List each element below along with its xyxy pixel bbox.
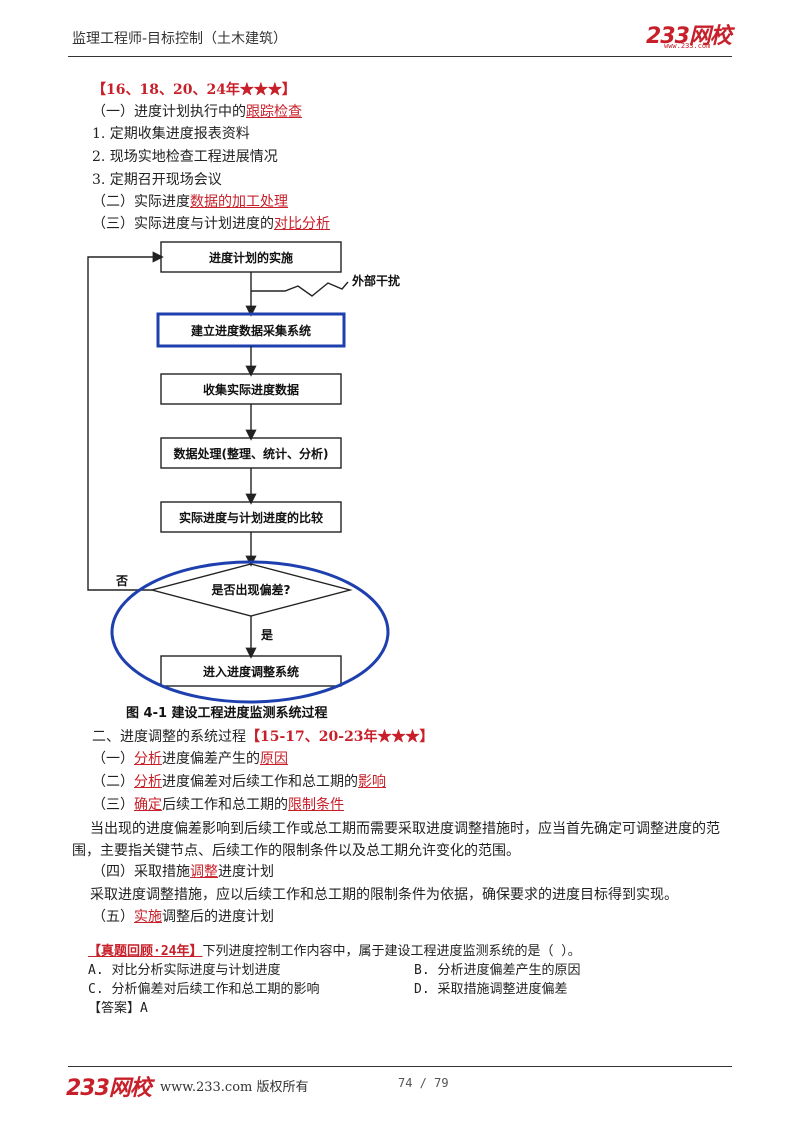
yes-branch-label: 是 xyxy=(260,628,274,642)
list-item: （二）实际进度数据的加工处理 xyxy=(92,194,288,210)
flow-box-label: 建立进度数据采集系统 xyxy=(190,323,311,338)
footer-copyright: www.233.com 版权所有 xyxy=(160,1080,309,1095)
brand-logo-url: www.233.com xyxy=(664,42,711,50)
option-c: C. 分析偏差对后续工作和总工期的影响 xyxy=(88,982,320,997)
no-branch-label: 否 xyxy=(115,574,128,588)
list-item: （二）分析进度偏差对后续工作和总工期的影响 xyxy=(92,774,386,790)
question-stem: 【真题回顾·24年】下列进度控制工作内容中，属于建设工程进度监测系统的是（ ）。 xyxy=(88,944,581,959)
highlight-circle xyxy=(110,560,390,704)
figure-caption: 图 4-1 建设工程进度监测系统过程 xyxy=(126,705,328,721)
option-b: B. 分析进度偏差产生的原因 xyxy=(414,963,581,978)
paragraph: 采取进度调整措施，应以后续工作和总工期的限制条件为依据，确保要求的进度目标得到实… xyxy=(90,887,678,903)
list-item: （五）实施调整后的进度计划 xyxy=(92,909,274,925)
flow-box-label: 数据处理(整理、统计、分析) xyxy=(174,446,329,461)
option-a: A. 对比分析实际进度与计划进度 xyxy=(88,963,281,978)
answer: 【答案】A xyxy=(88,1001,148,1016)
list-item: 3. 定期召开现场会议 xyxy=(92,172,222,188)
flow-box-label: 收集实际进度数据 xyxy=(203,382,299,397)
flow-box-label: 进度计划的实施 xyxy=(209,250,293,265)
list-item: （四）采取措施调整进度计划 xyxy=(92,864,274,880)
flow-box-label: 实际进度与计划进度的比较 xyxy=(179,510,323,525)
flow-decision-label: 是否出现偏差? xyxy=(211,582,291,597)
list-item: 1. 定期收集进度报表资料 xyxy=(92,126,250,142)
section-title: 二、进度调整的系统过程【15-17、20-23年★★★】 xyxy=(92,729,434,745)
footer-logo: 233网校 xyxy=(66,1076,152,1101)
option-d: D. 采取措施调整进度偏差 xyxy=(414,982,568,997)
list-item: （三）确定后续工作和总工期的限制条件 xyxy=(92,797,344,813)
interference-label: 外部干扰 xyxy=(352,273,400,288)
footer-divider xyxy=(68,1066,732,1067)
paragraph: 当出现的进度偏差影响到后续工作或总工期而需要采取进度调整措施时，应当首先确定可调… xyxy=(72,821,720,859)
document-header-title: 监理工程师-目标控制（土木建筑） xyxy=(72,31,288,47)
flow-box-label: 进入进度调整系统 xyxy=(203,664,299,679)
list-item: 2. 现场实地检查工程进展情况 xyxy=(92,149,278,165)
page-number: 74 / 79 xyxy=(398,1076,449,1090)
flow-box-adjustment-system xyxy=(160,655,342,687)
flowchart-diagram: 进度计划的实施 建立进度数据采集系统 收集实际进度数据 数据处理(整理、统计、分… xyxy=(87,241,400,721)
section-tag: 【16、18、20、24年★★★】 xyxy=(92,82,296,98)
list-item: （一）分析进度偏差产生的原因 xyxy=(92,751,288,767)
brand-logo: 233网校 xyxy=(646,24,732,49)
list-item: （一）进度计划执行中的跟踪检查 xyxy=(92,104,302,120)
header-divider xyxy=(68,56,732,57)
list-item: （三）实际进度与计划进度的对比分析 xyxy=(92,216,330,232)
